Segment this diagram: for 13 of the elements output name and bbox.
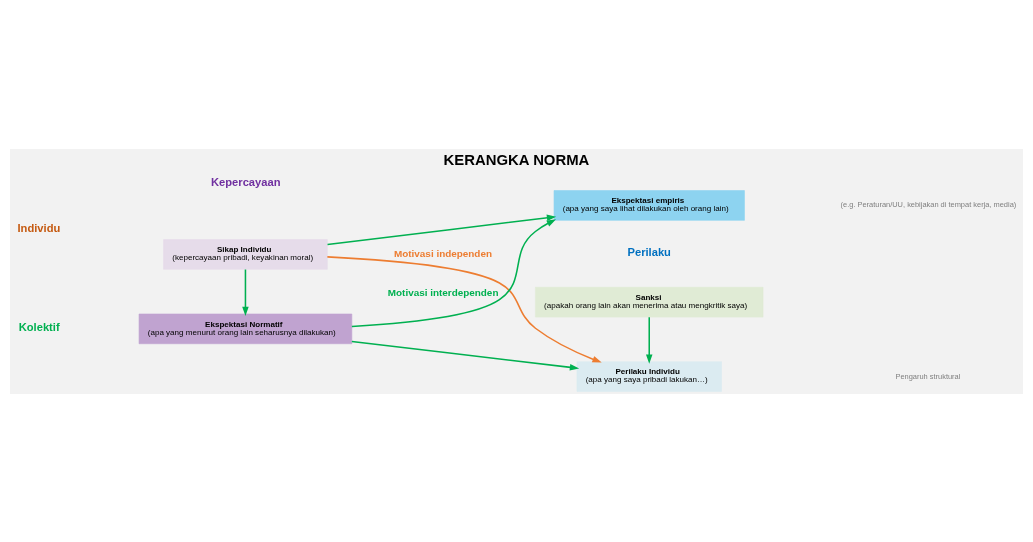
- arrow: [242, 268, 249, 316]
- arrow: [326, 255, 602, 363]
- label: Perilaku: [627, 245, 671, 258]
- diagram-title: KERANGKA NORMA: [443, 151, 590, 168]
- arrow: [645, 316, 653, 364]
- arrow: [351, 340, 580, 371]
- arrow: [351, 218, 557, 327]
- edge-label: Motivasi independen: [394, 247, 492, 259]
- edge-label: Motivasi interdependen: [387, 286, 499, 298]
- label: Kolektif: [18, 320, 60, 333]
- label: Individu: [17, 221, 61, 234]
- arrow: [326, 214, 557, 245]
- label: Kepercayaan: [211, 175, 281, 188]
